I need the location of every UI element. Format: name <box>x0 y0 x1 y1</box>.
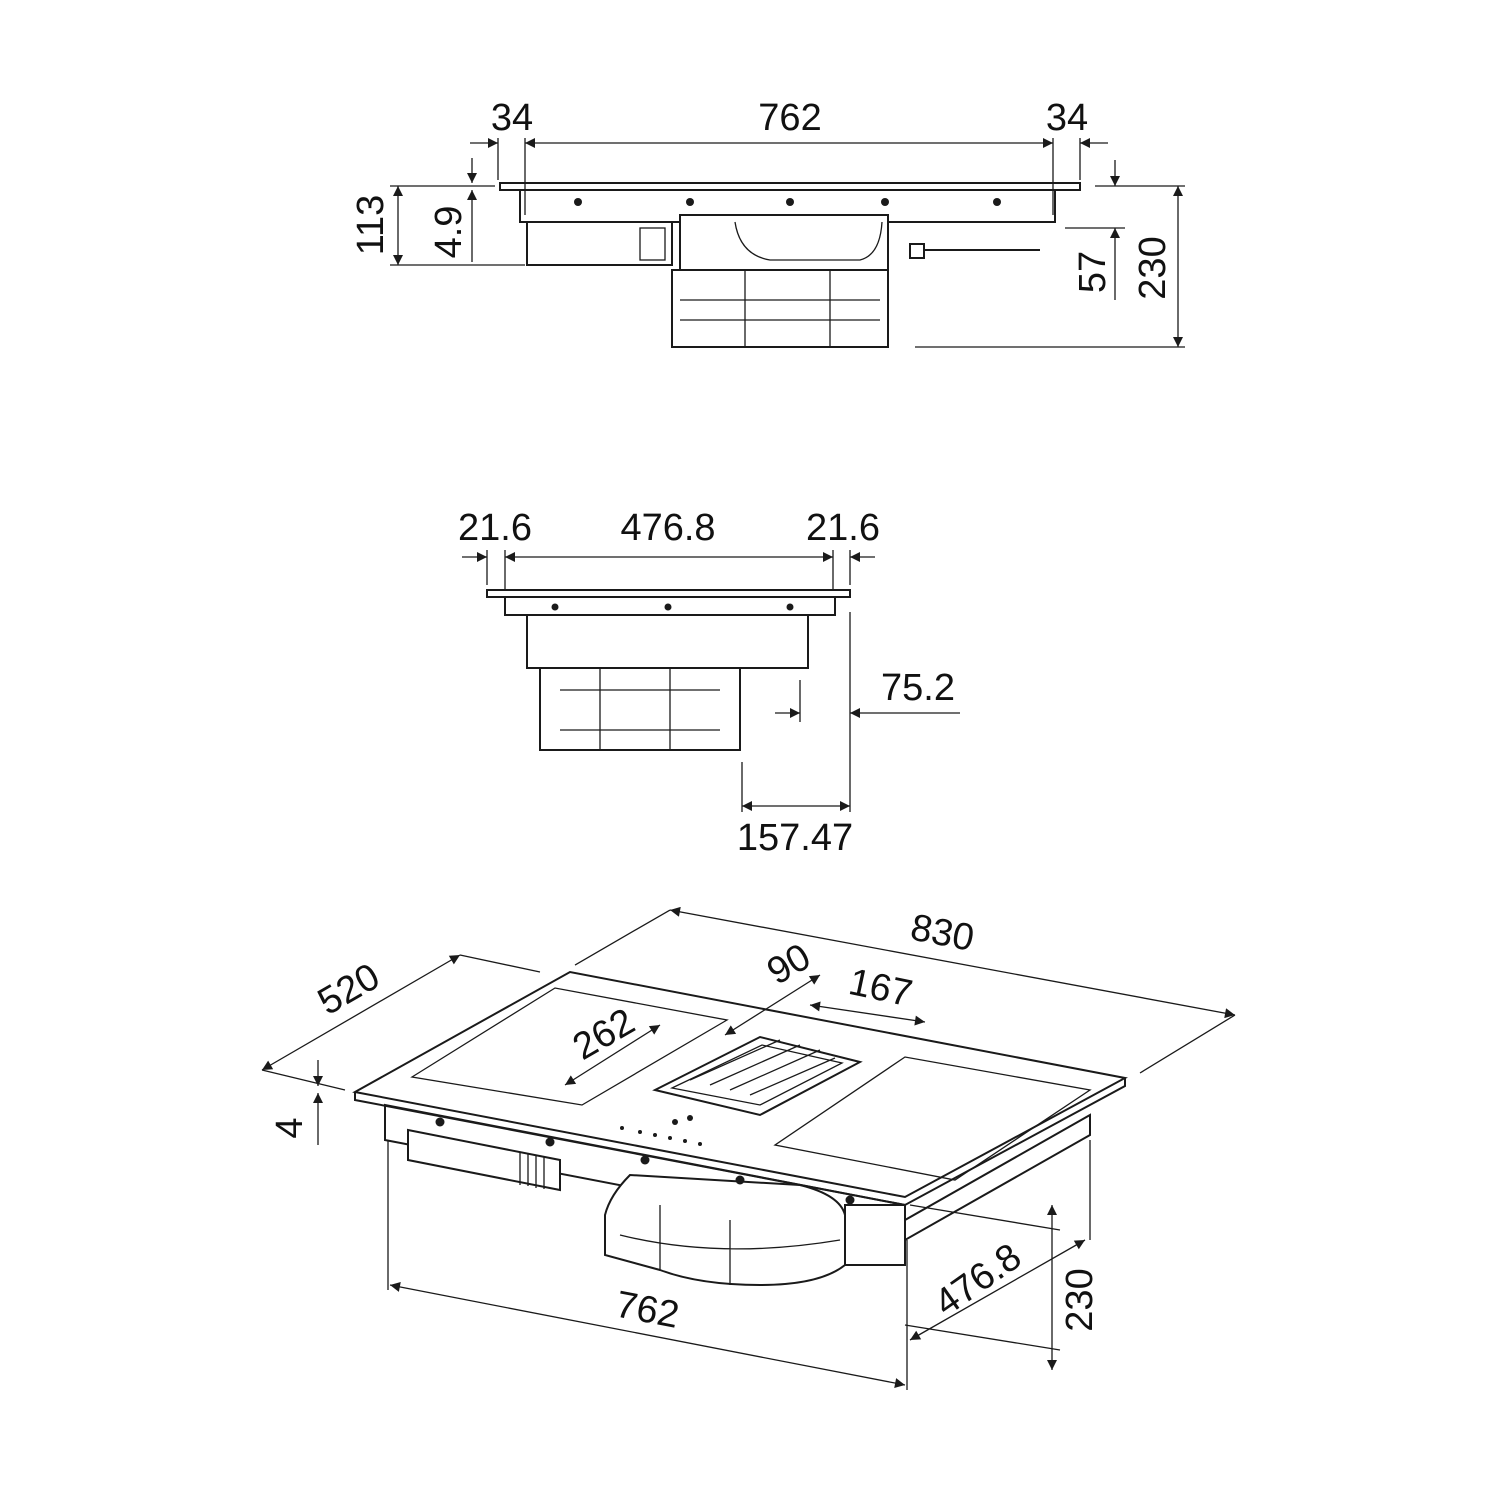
dim-cable-offset: 57 <box>1072 251 1114 293</box>
dim-body-width: 762 <box>758 97 821 139</box>
dim-left-overhang: 34 <box>491 97 533 139</box>
side-bracket <box>844 1204 906 1266</box>
glass-top <box>486 589 851 598</box>
fan-module <box>604 1173 846 1287</box>
dim-right-overhang: 34 <box>1046 97 1088 139</box>
cooking-zone-right <box>773 1056 1092 1181</box>
dim-body-width: 762 <box>612 1284 682 1337</box>
side-view: 21.6 476.8 21.6 75.2 157.47 <box>458 507 960 859</box>
screw-dots <box>574 198 1001 206</box>
dim-housing-height: 113 <box>350 195 392 256</box>
dim-fan-rear-offset: 157.47 <box>737 817 853 859</box>
electronics-box <box>407 1128 561 1192</box>
electronics-box <box>526 221 673 266</box>
vent-grille <box>639 227 666 261</box>
dim-total-height: 230 <box>1059 1268 1101 1331</box>
dim-total-depth: 520 <box>311 956 387 1024</box>
front-view: 34 762 34 113 4.9 57 230 <box>350 97 1185 348</box>
dim-total-height: 230 <box>1132 236 1174 299</box>
extractor-vent <box>652 1035 863 1117</box>
fan-module <box>671 269 889 348</box>
dim-left-overhang: 21.6 <box>458 507 532 549</box>
dim-total-width: 830 <box>907 907 977 960</box>
dim-body-depth: 476.8 <box>927 1236 1029 1325</box>
dim-body-depth: 476.8 <box>620 507 715 549</box>
dim-glass-thickness: 4.9 <box>428 206 470 259</box>
dim-right-overhang: 21.6 <box>806 507 880 549</box>
extractor-housing <box>679 214 889 271</box>
isometric-view: 830 520 4 262 90 167 762 476.8 230 <box>261 907 1236 1390</box>
housing <box>526 614 809 669</box>
dim-vent-depth: 90 <box>760 936 818 994</box>
dim-vent-to-zone: 167 <box>845 961 916 1015</box>
dim-fan-offset: 75.2 <box>881 667 955 709</box>
control-panel-dots <box>620 1115 702 1146</box>
screw-dots <box>435 1117 855 1205</box>
fan-module <box>539 667 741 751</box>
dim-iso-glass-thickness: 4 <box>269 1117 311 1138</box>
glass-top <box>499 182 1081 191</box>
